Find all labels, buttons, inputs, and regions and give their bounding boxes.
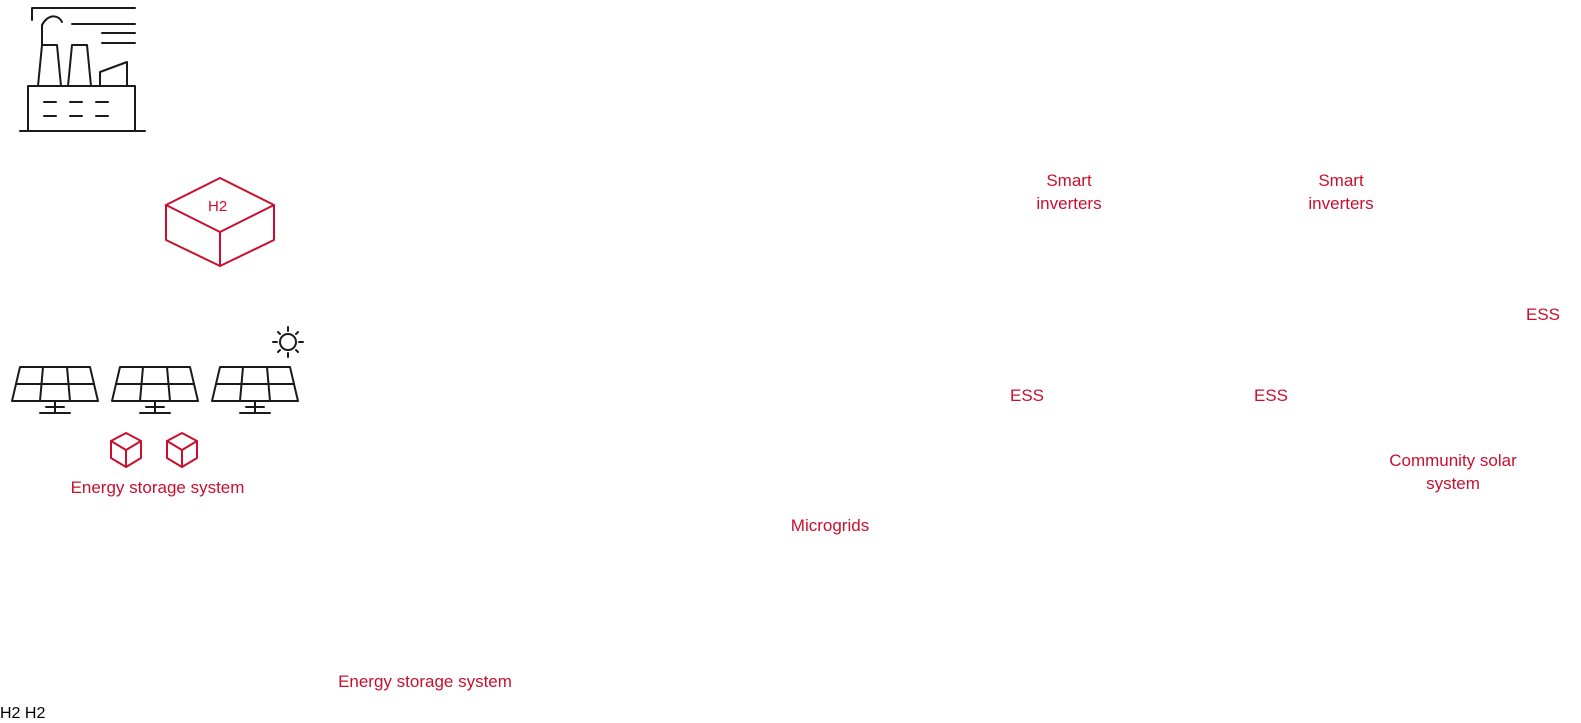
factory-icon <box>19 7 146 132</box>
solar-panel-icon <box>11 366 299 414</box>
smart-inverters-label-1: Smart inverters <box>1036 171 1102 213</box>
energy-grid-diagram: H2 <box>0 7 1561 722</box>
ess-label-house: ESS <box>1525 305 1561 324</box>
battery-cube-icon <box>110 432 198 468</box>
sun-icon <box>272 326 304 358</box>
smart-inverters-label-2: Smart inverters <box>1308 171 1374 213</box>
h2-label: H2 <box>208 198 227 215</box>
microgrids-label: Microgrids <box>790 516 870 535</box>
diagram-canvas: H2 <box>11 7 304 468</box>
ess-label-solar: Energy storage system <box>70 478 245 497</box>
ess-label-shop: ESS <box>1253 386 1289 405</box>
community-solar-label: Community solar system <box>1389 451 1517 493</box>
h2-label: H2 <box>24 705 46 722</box>
ess-label-wind: Energy storage system <box>338 672 512 691</box>
ess-label-microgrid: ESS <box>1009 386 1045 405</box>
hydrogen-storage-icon <box>165 177 275 267</box>
h2-label: H2 <box>0 705 21 722</box>
